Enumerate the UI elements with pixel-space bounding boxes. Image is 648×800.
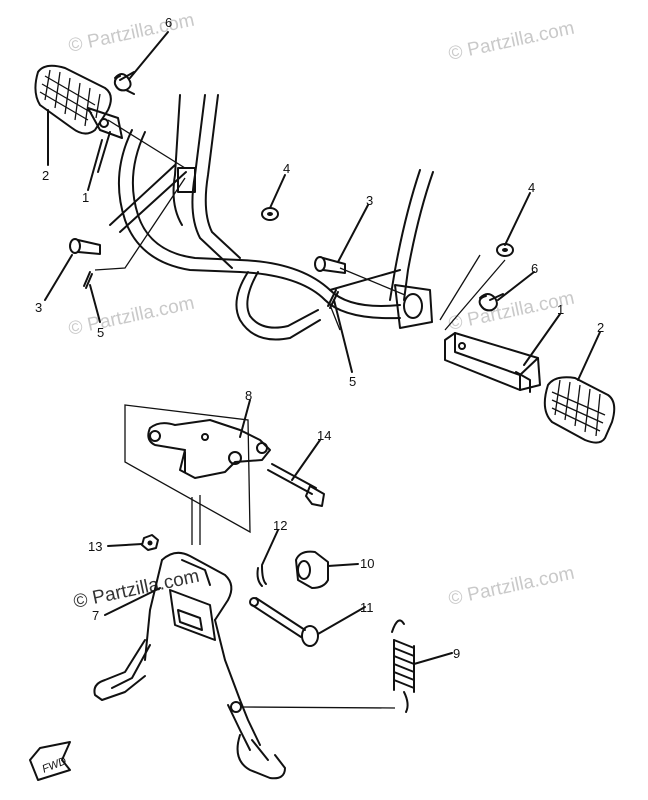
watermarks: © Partzilla.com © Partzilla.com © Partzi… <box>67 10 577 613</box>
watermark: © Partzilla.com <box>67 10 197 57</box>
callout-8: 8 <box>245 388 252 403</box>
pin-3-right <box>314 256 346 274</box>
callout-9: 9 <box>453 646 460 661</box>
nut-13 <box>141 534 159 551</box>
callout-4-right: 4 <box>528 180 535 195</box>
bolt-14 <box>267 463 325 507</box>
callout-12: 12 <box>273 518 287 533</box>
right-footrest-rubber <box>543 376 616 444</box>
watermark: © Partzilla.com <box>67 293 197 340</box>
shaft-11 <box>249 597 319 647</box>
frame-tubes <box>109 94 434 341</box>
pin-3-left <box>69 238 101 255</box>
spring-6-left <box>113 71 135 95</box>
leader-lines <box>94 119 506 331</box>
left-footrest-assembly <box>34 64 123 173</box>
callout-3-left: 3 <box>35 300 42 315</box>
callout-13: 13 <box>88 539 102 554</box>
callout-1-right: 1 <box>557 302 564 317</box>
main-stand-7 <box>93 551 396 780</box>
callout-3-right: 3 <box>366 193 373 208</box>
callout-5-left: 5 <box>97 325 104 340</box>
spring-6-right <box>478 293 504 312</box>
callout-6-right: 6 <box>531 261 538 276</box>
callout-7: 7 <box>92 608 99 623</box>
callout-2-left: 2 <box>42 168 49 183</box>
callout-10: 10 <box>360 556 374 571</box>
callout-4-left: 4 <box>283 161 290 176</box>
stand-mount-outline <box>124 404 251 545</box>
callout-11: 11 <box>360 600 374 615</box>
callout-leaders <box>44 31 601 665</box>
cotter-5-left <box>83 271 93 289</box>
right-footrest-bracket <box>444 332 541 393</box>
collar-10 <box>295 550 329 589</box>
watermark: © Partzilla.com <box>447 563 577 610</box>
callout-14: 14 <box>317 428 331 443</box>
washer-4-left <box>261 207 279 221</box>
spring-9 <box>391 619 415 713</box>
callout-1-left: 1 <box>82 190 89 205</box>
callout-labels: 6 2 1 4 3 5 3 5 4 6 1 2 8 14 13 12 10 7 … <box>35 15 604 661</box>
cotter-12 <box>256 565 267 587</box>
watermark: © Partzilla.com <box>72 566 202 613</box>
watermark: © Partzilla.com <box>447 18 577 65</box>
stand-bracket-8 <box>147 419 271 479</box>
fwd-arrow: FWD <box>29 741 71 781</box>
callout-5-right: 5 <box>349 374 356 389</box>
callout-2-right: 2 <box>597 320 604 335</box>
callout-6-left: 6 <box>165 15 172 30</box>
